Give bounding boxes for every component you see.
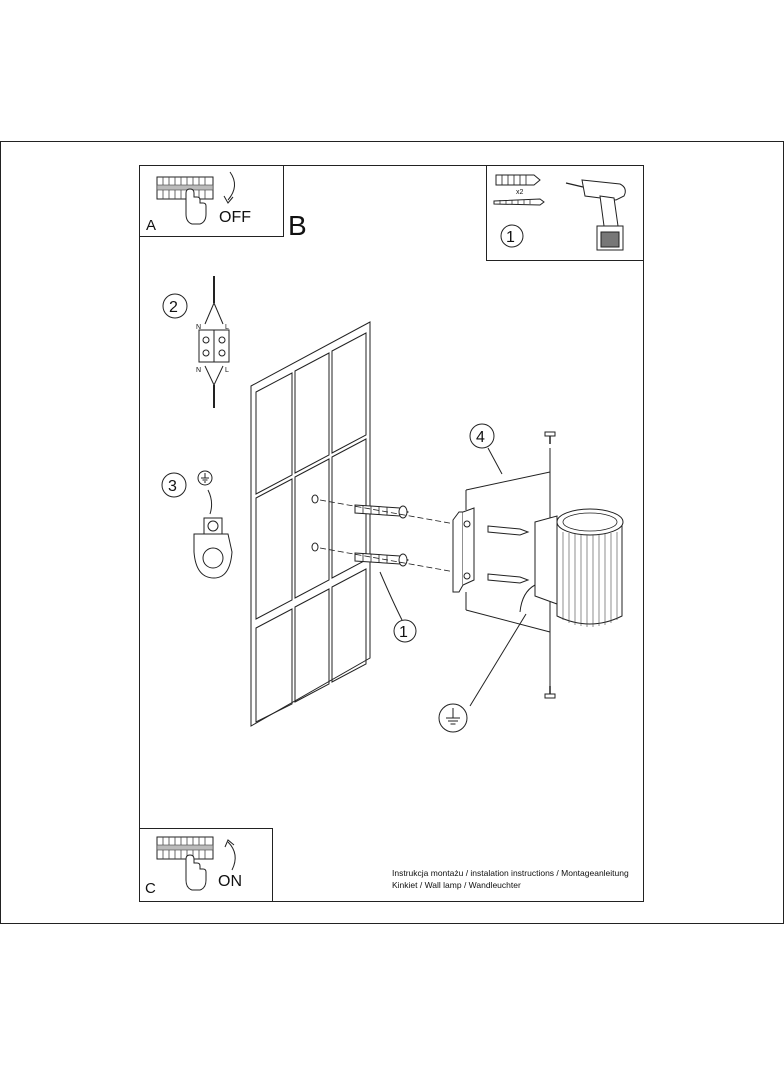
switch-off-icon [156,171,235,225]
step1-anchors-number: 1 [399,624,408,641]
ground-step: 3 [161,470,233,579]
mounting-bracket [452,507,475,593]
switch-on-icon [156,836,236,891]
panel-a-letter: A [146,217,156,234]
wall-lamp-icon [519,508,624,627]
caption-product: Kinkiet / Wall lamp / Wandleuchter [392,880,521,890]
switch-on-label: ON [218,873,242,890]
wire-neutral-bottom: N [196,367,201,374]
step3-number: 3 [168,478,177,495]
step1-tools-marker [500,224,524,248]
lamp-top-screw [544,431,556,444]
switch-off-label: OFF [219,209,251,226]
bracket-screws [487,525,530,584]
caption-instructions: Instrukcja montażu / instalation instruc… [392,868,629,878]
lamp-bottom-screw [544,686,556,699]
terminal-block-icon [198,329,230,363]
step4-marker [469,423,495,449]
wall-plug-icon [495,174,541,186]
anchor-bottom [354,552,410,567]
step4-number: 4 [476,429,485,446]
step2-number: 2 [169,299,178,316]
wall-anchors: 1 [354,504,417,643]
panel-a: A OFF [139,165,284,237]
panel-b-letter: B [288,210,307,241]
tools-box: x2 1 [486,165,644,261]
wiring-step: 2 N L N L [162,276,230,408]
inner-frame [139,165,644,902]
ground-symbol-lamp-icon [438,703,468,733]
step2-marker [162,293,188,319]
step1-anchors-marker [393,619,417,643]
drill-icon [565,179,626,251]
step1-tools-number: 1 [506,229,515,246]
step3-marker [161,472,187,498]
wire-live-top: L [225,324,229,331]
wire-live-bottom: L [225,367,229,374]
quantity-label: x2 [516,189,524,196]
wall-tiles [250,321,371,727]
panel-c: C ON [139,828,273,902]
wire-neutral-top: N [196,324,201,331]
screw-icon [493,198,545,206]
ground-symbol-icon [197,470,213,486]
outer-frame [0,141,784,924]
panel-c-letter: C [145,880,156,897]
anchor-top [354,504,410,519]
